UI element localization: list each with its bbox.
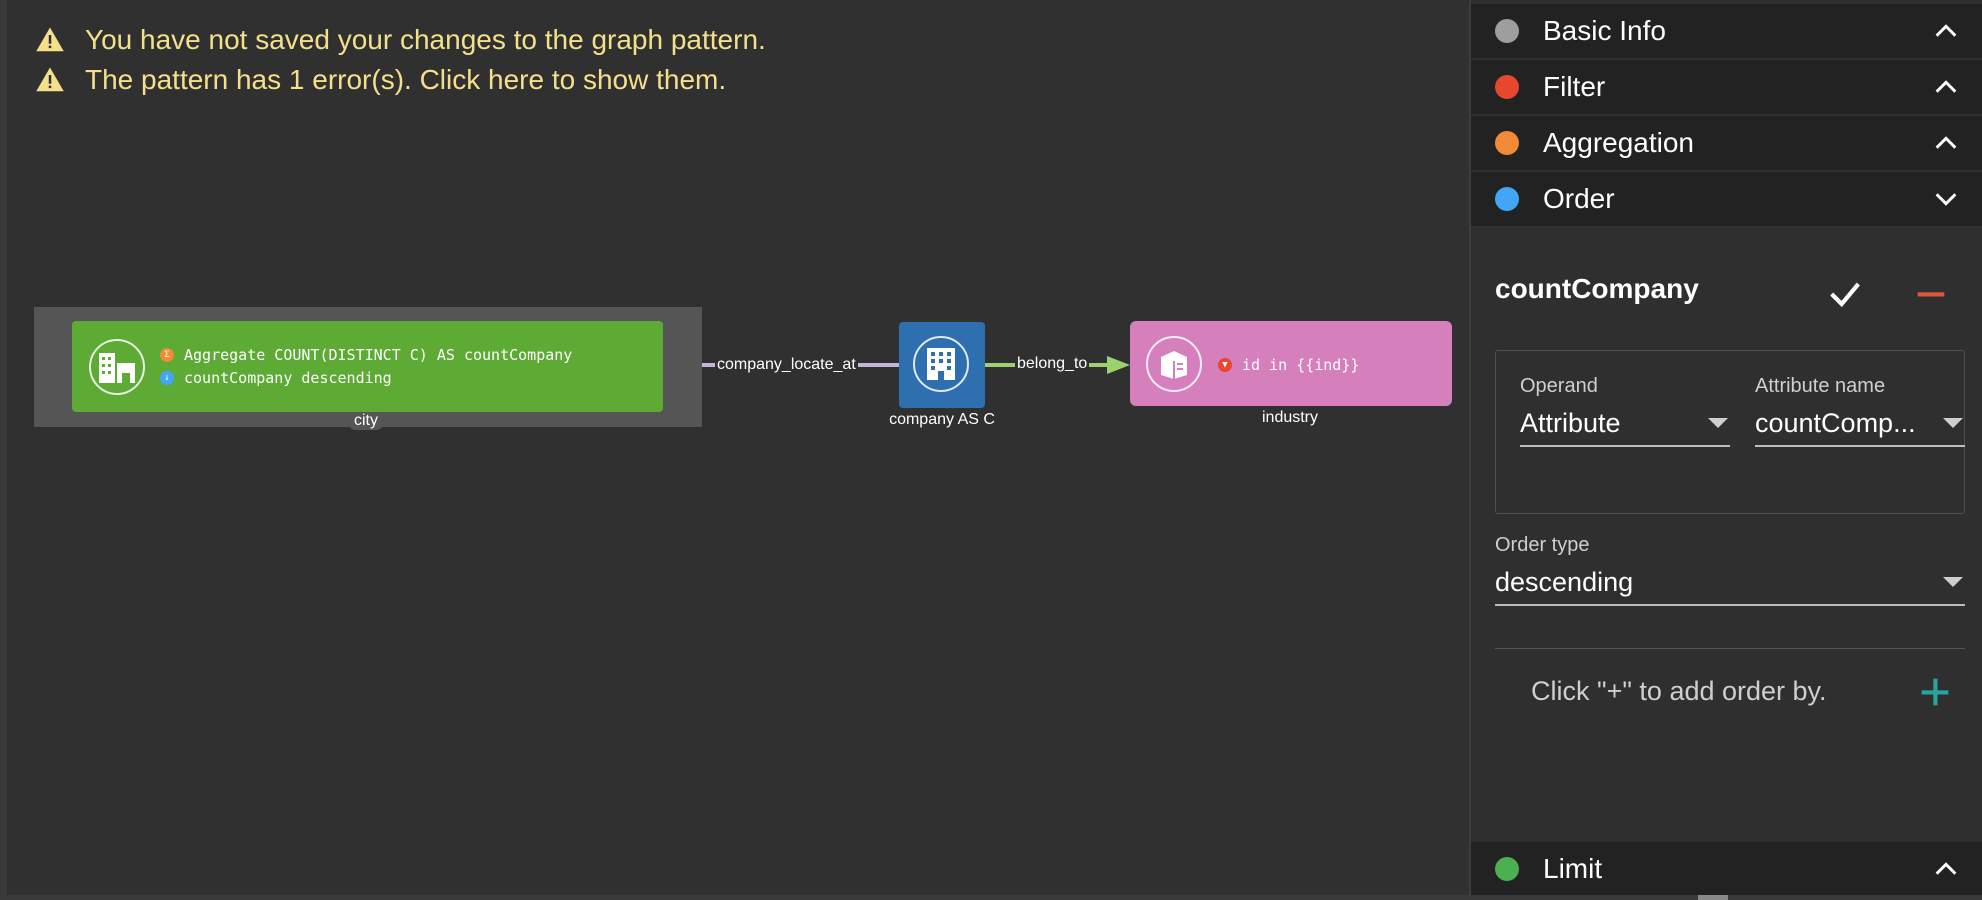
unsaved-warning: You have not saved your changes to the g… [35, 24, 766, 56]
divider [1495, 648, 1965, 649]
dropdown-arrow-icon [1708, 418, 1728, 428]
section-aggregation-header[interactable]: Aggregation [1471, 116, 1982, 171]
limit-dot [1495, 857, 1519, 881]
warning-icon [36, 67, 64, 92]
chevron-up-icon[interactable] [1932, 855, 1960, 883]
attribute-name-value: countComp... [1755, 407, 1916, 438]
city-order-text: countCompany descending [184, 369, 392, 387]
order-section-body: countCompany Operand Attribute Attribute… [1471, 228, 1982, 840]
order-type-select[interactable]: descending [1495, 560, 1965, 606]
operand-label: Operand [1520, 375, 1598, 397]
chevron-down-icon[interactable] [1932, 185, 1960, 213]
city-aggregate-text: Aggregate COUNT(DISTINCT C) AS countComp… [184, 346, 573, 364]
scrollbar-handle[interactable] [1698, 895, 1728, 900]
properties-panel: Basic Info Filter Aggregation Order coun… [1469, 0, 1982, 897]
graph-canvas[interactable]: You have not saved your changes to the g… [0, 0, 1469, 895]
remove-icon[interactable] [1911, 274, 1951, 314]
city-node-label: city [348, 412, 384, 430]
section-basic-info-title: Basic Info [1543, 15, 1666, 46]
section-limit-header[interactable]: Limit [1471, 842, 1982, 897]
building-icon [913, 336, 969, 392]
industry-node[interactable]: ▼ id in {{ind}} [1130, 321, 1452, 406]
graph-edges [665, 356, 1130, 374]
add-order-hint: Click "+" to add order by. [1531, 676, 1827, 706]
section-limit-title: Limit [1543, 853, 1603, 884]
chevron-up-icon[interactable] [1932, 129, 1960, 157]
order-icon: ↓ [160, 371, 174, 385]
city-node[interactable]: Σ Aggregate COUNT(DISTINCT C) AS countCo… [72, 321, 663, 412]
industry-node-label: industry [1261, 409, 1319, 426]
order-item-title: countCompany [1495, 273, 1699, 304]
operand-select[interactable]: Attribute [1520, 401, 1730, 447]
section-basic-info-header[interactable]: Basic Info [1471, 4, 1982, 59]
order-by-box: Operand Attribute Attribute name countCo… [1495, 350, 1965, 514]
section-filter-header[interactable]: Filter [1471, 60, 1982, 115]
industry-filter-line: ▼ id in {{ind}} [1218, 356, 1359, 374]
basic-info-dot [1495, 19, 1519, 43]
unsaved-warning-text: You have not saved your changes to the g… [85, 24, 766, 55]
city-icon [89, 339, 145, 395]
filter-dot [1495, 75, 1519, 99]
error-warning[interactable]: The pattern has 1 error(s). Click here t… [35, 64, 726, 96]
company-node[interactable] [899, 322, 985, 408]
warning-icon [36, 27, 64, 52]
section-filter-title: Filter [1543, 71, 1606, 102]
dropdown-arrow-icon [1943, 418, 1963, 428]
bottom-edge [0, 895, 1982, 900]
attribute-name-select[interactable]: countComp... [1755, 401, 1965, 447]
error-warning-text[interactable]: The pattern has 1 error(s). Click here t… [85, 64, 727, 95]
plus-icon[interactable] [1915, 672, 1955, 712]
edge-label-company-locate-at[interactable]: company_locate_at [715, 356, 858, 374]
aggregation-dot [1495, 131, 1519, 155]
check-icon[interactable] [1825, 274, 1865, 314]
company-node-label: company AS C [889, 411, 995, 428]
edge-label-belong-to[interactable]: belong_to [1015, 355, 1090, 373]
attribute-name-label: Attribute name [1755, 375, 1886, 397]
industry-filter-text: id in {{ind}} [1242, 356, 1360, 374]
order-type-value: descending [1495, 566, 1634, 597]
industry-icon [1146, 336, 1202, 392]
order-dot [1495, 187, 1519, 211]
chevron-up-icon[interactable] [1932, 17, 1960, 45]
chevron-up-icon[interactable] [1932, 73, 1960, 101]
aggregation-icon: Σ [160, 348, 174, 362]
order-type-label: Order type [1495, 534, 1590, 556]
operand-value: Attribute [1520, 407, 1621, 438]
dropdown-arrow-icon [1943, 577, 1963, 587]
city-order-line: ↓ countCompany descending [160, 369, 392, 387]
city-aggregate-line: Σ Aggregate COUNT(DISTINCT C) AS countCo… [160, 346, 572, 364]
filter-icon: ▼ [1218, 358, 1232, 372]
section-order-header[interactable]: Order [1471, 172, 1982, 227]
section-aggregation-title: Aggregation [1543, 127, 1695, 158]
section-order-title: Order [1543, 183, 1615, 214]
